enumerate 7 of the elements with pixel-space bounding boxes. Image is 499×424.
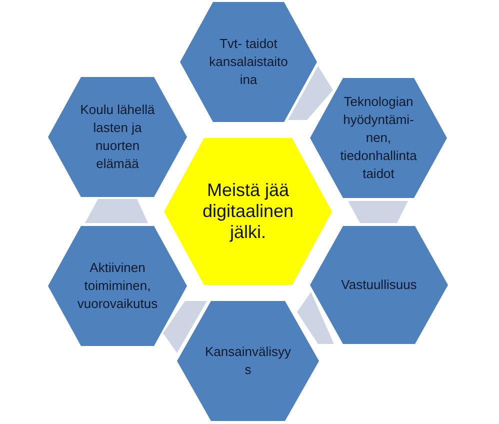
topic-label: Koulu lähellä lasten ja nuorten elämää (79, 101, 156, 173)
topic-label: Aktiivinen toimiminen, vuorovaikutus (76, 259, 159, 313)
center-label: Meistä jää digitaalinen jälki. (201, 180, 295, 243)
topic-label: Kansainvälisyy s (204, 343, 292, 379)
topic-label: Tvt- taidot kansalaistaito ina (208, 35, 289, 89)
topic-label: Vastuullisuus (340, 276, 418, 294)
topic-label: Teknologian hyödyntämi- nen, tiedonhallinta taidot (339, 93, 418, 183)
